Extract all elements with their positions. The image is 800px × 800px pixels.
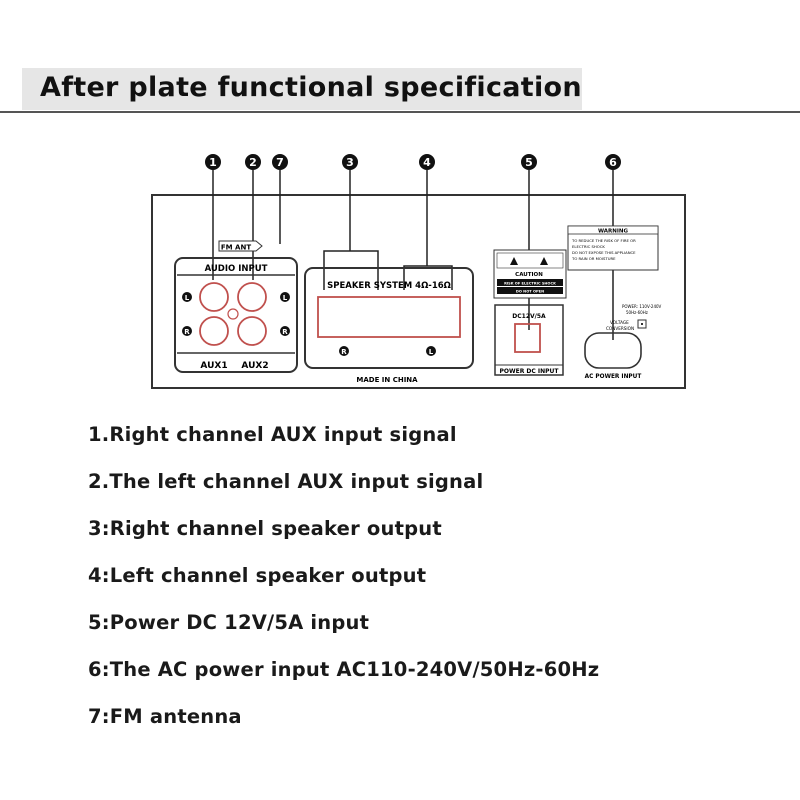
svg-text:R: R (341, 348, 347, 356)
shock-triangle-icon (540, 257, 548, 265)
svg-text:CAUTION: CAUTION (515, 272, 543, 278)
spec-item-3: 3:Right channel speaker output (88, 517, 442, 540)
ac-input-label: AC POWER INPUT (585, 374, 642, 380)
callout-1-label: 1 (209, 156, 217, 169)
warning-sticker: WARNING TO REDUCE THE RISK OF FIRE OR EL… (567, 225, 659, 271)
speaker-badge-l: L (426, 346, 436, 356)
svg-text:RISK OF ELECTRIC SHOCK: RISK OF ELECTRIC SHOCK (504, 282, 556, 286)
svg-text:R: R (282, 328, 288, 336)
callout-5-label: 5 (525, 156, 533, 169)
svg-text:TO REDUCE THE RISK OF FIRE OR: TO REDUCE THE RISK OF FIRE OR (571, 238, 636, 243)
audio-input-label: AUDIO INPUT (205, 264, 268, 274)
fm-ant-label: FM ANT (221, 244, 251, 252)
made-in-label: MADE IN CHINA (356, 376, 418, 384)
dc-power-socket[interactable] (514, 323, 541, 353)
center-screw (227, 308, 239, 320)
svg-text:R: R (184, 328, 190, 336)
title-rule (0, 111, 800, 113)
aux1-right-jack[interactable] (199, 282, 229, 312)
speaker-terminal[interactable] (317, 296, 461, 338)
aux2-left-jack[interactable] (237, 282, 267, 312)
jack-badge-r-left: R (182, 326, 192, 336)
speaker-badge-r: R (339, 346, 349, 356)
spec-item-2: 2.The left channel AUX input signal (88, 470, 484, 493)
callout-3-label: 3 (346, 156, 354, 169)
callout-4-label: 4 (423, 156, 431, 169)
svg-text:L: L (185, 294, 190, 302)
callout-6-label: 6 (609, 156, 617, 169)
warning-triangle-icon (510, 257, 518, 265)
voltage-switch[interactable] (637, 319, 647, 329)
spec-item-6: 6:The AC power input AC110-240V/50Hz-60H… (88, 658, 600, 681)
fm-ant-tag: FM ANT (218, 240, 263, 252)
page-title: After plate functional specification (40, 72, 582, 103)
callout-3: 3 (323, 154, 379, 290)
spec-item-7: 7:FM antenna (88, 705, 242, 728)
jack-badge-l-right: L (280, 292, 290, 302)
spec-list: 1.Right channel AUX input signal 2.The l… (88, 420, 599, 749)
jack-badge-l-left: L (182, 292, 192, 302)
panel-outline (151, 194, 686, 389)
callout-2-label: 2 (249, 156, 257, 169)
jack-badge-r-right: R (280, 326, 290, 336)
callout-4: 4 (403, 154, 453, 290)
spec-item-1: 1.Right channel AUX input signal (88, 423, 457, 446)
title-band (22, 68, 582, 110)
svg-text:DO NOT EXPOSE THIS APPLIANCE: DO NOT EXPOSE THIS APPLIANCE (572, 250, 636, 255)
dc-input-label: POWER DC INPUT (499, 368, 559, 375)
callout-7-label: 7 (276, 156, 284, 169)
svg-text:TO RAIN OR MOISTURE: TO RAIN OR MOISTURE (571, 256, 616, 261)
callout-1: 1 (205, 154, 221, 280)
spec-item-5: 5:Power DC 12V/5A input (88, 611, 370, 634)
callout-2: 2 (245, 154, 261, 280)
voltage-label-line1: VOLTAGE (610, 320, 629, 325)
power-spec-line1: POWER: 110V-240V (622, 304, 662, 309)
dc-rating-label: DC12V/5A (512, 313, 546, 320)
svg-text:ELECTRIC SHOCK: ELECTRIC SHOCK (572, 244, 605, 249)
audio-input-block: AUDIO INPUT L R L R AUX1 AUX2 (174, 257, 298, 373)
ac-power-socket[interactable] (584, 332, 642, 369)
callout-7: 7 (272, 154, 288, 244)
voltage-label-line2: CONVERSION (606, 326, 634, 331)
speaker-output-block: SPEAKER SYSTEM 4Ω-16Ω R L MADE IN CHINA (304, 267, 474, 384)
aux2-bottom-jack[interactable] (237, 316, 267, 346)
aux1-label: AUX1 (200, 361, 227, 371)
power-spec-line2: 50Hz-60Hz (626, 310, 648, 315)
aux1-bottom-jack[interactable] (199, 316, 229, 346)
caution-sticker: CAUTION RISK OF ELECTRIC SHOCK DO NOT OP… (493, 249, 567, 299)
svg-text:L: L (283, 294, 288, 302)
speaker-label: SPEAKER SYSTEM 4Ω-16Ω (327, 281, 451, 291)
svg-text:DO NOT OPEN: DO NOT OPEN (516, 290, 544, 294)
svg-text:WARNING: WARNING (598, 229, 629, 235)
ac-power-block: POWER: 110V-240V 50Hz-60Hz VOLTAGE CONVE… (584, 304, 662, 380)
svg-text:L: L (429, 348, 434, 356)
dc-power-block: DC12V/5A POWER DC INPUT (494, 304, 564, 376)
spec-item-4: 4:Left channel speaker output (88, 564, 427, 587)
aux2-label: AUX2 (241, 361, 268, 371)
